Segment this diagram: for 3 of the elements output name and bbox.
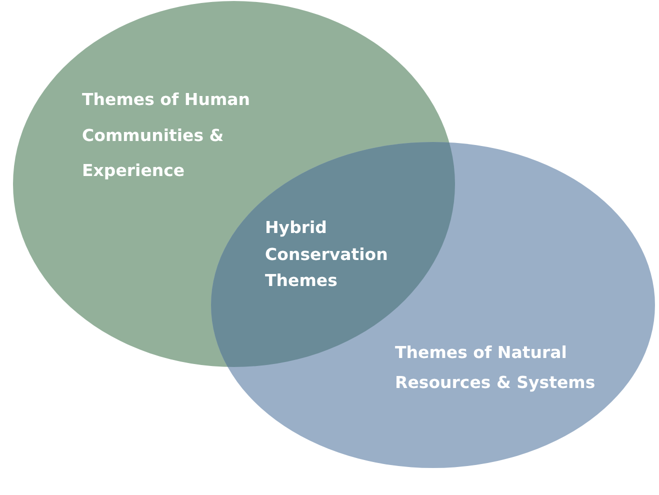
- venn-label: Themes of Human Communities & Experience: [82, 89, 252, 182]
- venn-label: Hybrid Conservation Themes: [265, 217, 389, 292]
- venn-label: Themes of Natural Resources & Systems: [395, 342, 596, 394]
